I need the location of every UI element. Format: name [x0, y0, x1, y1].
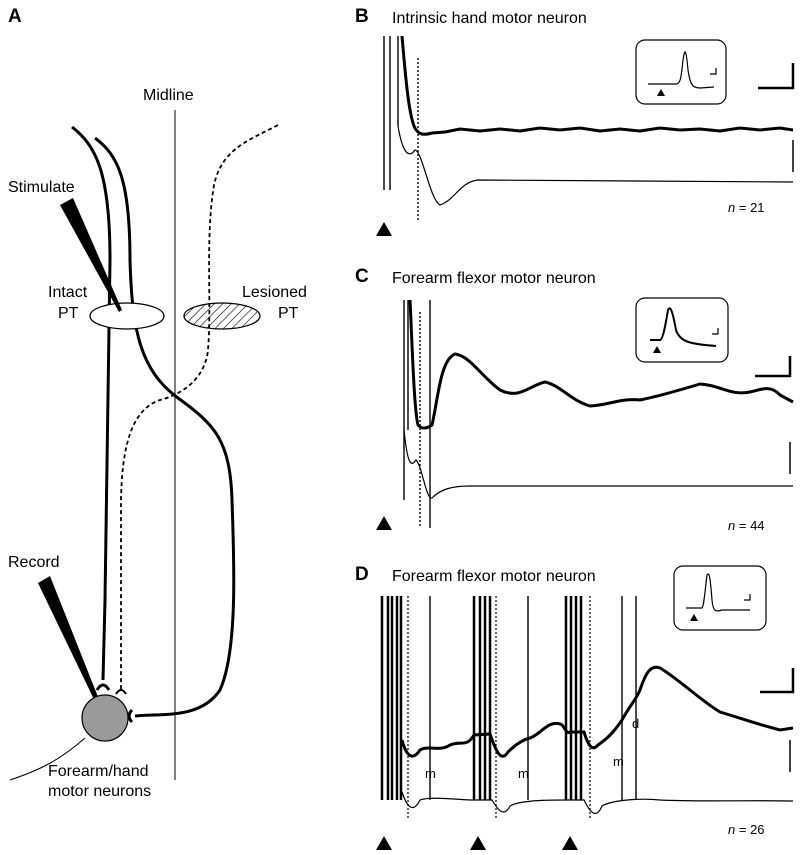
- panel-c-inset: [635, 297, 729, 363]
- panel-d-letter: D: [355, 564, 369, 585]
- panel-c-intracellular-trace: [408, 299, 794, 430]
- panel-c-inset-frame: [635, 297, 729, 363]
- panel-d-scale-bar: [760, 668, 795, 694]
- panel-c-inset-scale: [712, 328, 719, 335]
- panel-c-inset-marker: [653, 346, 661, 353]
- panel-b-inset: [635, 39, 727, 105]
- panel-d: D Forearm flexor motor neuron m m m d: [355, 564, 795, 850]
- motor-neuron-axon: [9, 737, 86, 781]
- lesioned-pt-label: PT: [278, 305, 299, 322]
- intact-tract-fiber-1: [71, 125, 112, 681]
- panel-d-d-label: d: [632, 716, 639, 731]
- panel-d-n-label: n = 26: [728, 822, 765, 837]
- panel-d-artifact-3: [564, 596, 583, 800]
- lesioned-bouton: [115, 689, 127, 695]
- panel-b-intracellular-trace: [400, 35, 794, 136]
- panel-d-inset-frame: [673, 565, 767, 631]
- panel-c-letter: C: [355, 266, 369, 287]
- panel-d-inset-marker: [690, 614, 698, 621]
- panel-d-inset-trace: [686, 573, 750, 612]
- record-label: Record: [8, 554, 60, 571]
- neurons-label-line2: motor neurons: [48, 783, 151, 800]
- intact-pt-label: PT: [58, 305, 79, 322]
- panel-d-m-label-3: m: [613, 754, 624, 769]
- panel-c-n-label: n = 44: [728, 518, 765, 533]
- panel-b-stimulus-marker: [376, 222, 392, 236]
- lesioned-pt-ellipse: [183, 302, 261, 330]
- intact-tract-fiber-2: [94, 136, 236, 718]
- panel-d-pulse-2: m: [472, 596, 529, 820]
- panel-d-m-label-1: m: [425, 766, 436, 781]
- panel-b-inset-scale: [710, 68, 717, 75]
- recording-electrode: [38, 576, 104, 714]
- panel-d-stimulus-marker-2: [470, 836, 486, 850]
- panel-c-thin-trace: [403, 429, 793, 499]
- stimulating-electrode: [60, 198, 122, 312]
- midline-label: Midline: [143, 87, 194, 104]
- panel-b-title: Intrinsic hand motor neuron: [392, 10, 587, 27]
- panel-c-title: Forearm flexor motor neuron: [392, 270, 596, 287]
- lesioned-tract-fiber: [120, 124, 279, 690]
- panel-d-pulse-1: m: [380, 596, 436, 820]
- panel-a-letter: A: [8, 6, 22, 27]
- panel-b-thin-trace: [397, 125, 794, 206]
- panel-b-inset-marker: [657, 89, 665, 96]
- motor-neuron-soma: [81, 694, 129, 742]
- panel-d-inset-scale: [744, 594, 751, 601]
- lesioned-label: Lesioned: [242, 284, 307, 301]
- panel-c: C Forearm flexor motor neuron n = 44: [355, 266, 794, 533]
- panel-b-inset-frame: [635, 39, 727, 105]
- panel-d-thin-trace: [401, 791, 794, 814]
- neurons-label-line1: Forearm/hand: [48, 763, 149, 780]
- panel-c-scale-bar: [755, 356, 792, 378]
- intact-bouton-1: [95, 683, 111, 691]
- intact-pt-ellipse: [89, 302, 165, 330]
- panel-c-stimulus-marker: [376, 516, 392, 530]
- panel-b-inset-trace: [648, 51, 715, 89]
- panel-b-n-label: n = 21: [728, 200, 765, 215]
- panel-d-intracellular-trace: [400, 665, 794, 758]
- intact-bouton-2: [127, 708, 134, 724]
- panel-b: B Intrinsic hand motor neuron n = 21: [355, 6, 795, 236]
- panel-d-title: Forearm flexor motor neuron: [392, 568, 596, 585]
- panel-d-stimulus-marker-1: [376, 836, 392, 850]
- panel-d-inset: [673, 565, 767, 631]
- stimulate-label: Stimulate: [8, 179, 75, 196]
- intact-label: Intact: [48, 284, 88, 301]
- panel-d-stimulus-marker-3: [562, 836, 578, 850]
- panel-d-artifact-2: [472, 596, 492, 800]
- panel-b-letter: B: [355, 6, 369, 27]
- panel-d-m-label-2: m: [518, 766, 529, 781]
- panel-b-scale-bar: [758, 63, 795, 90]
- panel-c-inset-trace: [650, 307, 717, 347]
- panel-a: A Midline Intact PT Lesioned PT Stimulat…: [8, 6, 307, 800]
- panel-d-artifact-1: [380, 596, 403, 800]
